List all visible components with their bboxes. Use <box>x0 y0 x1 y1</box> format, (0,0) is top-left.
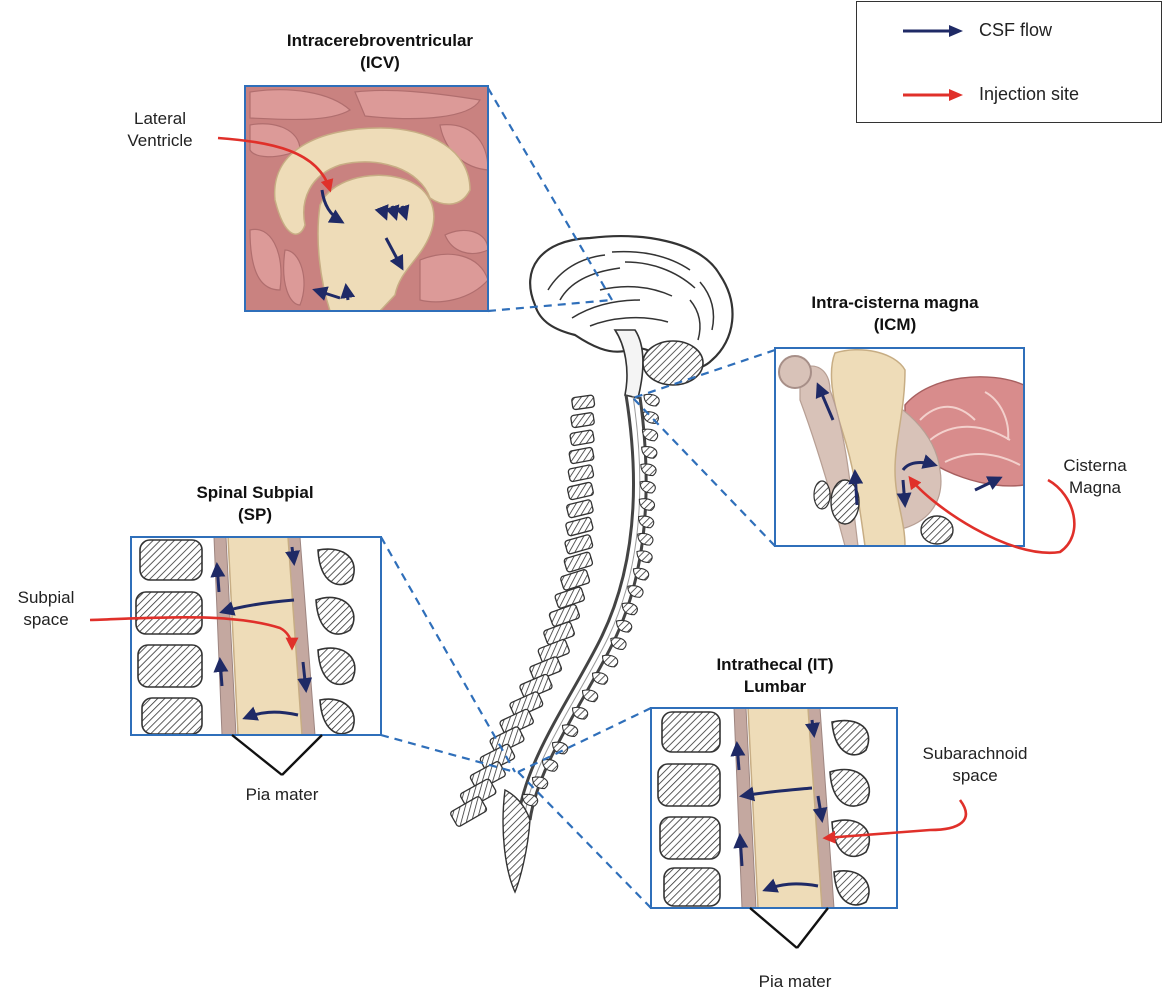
spinous-process <box>563 725 578 737</box>
panel-icv <box>245 86 488 311</box>
sp-pia-mater-text: Pia mater <box>212 784 352 806</box>
it-callout: Subarachnoid space <box>910 743 1040 787</box>
spinous-process <box>639 499 654 511</box>
panel-it <box>651 708 897 948</box>
spinous-process <box>640 481 655 493</box>
vertebra <box>570 412 594 428</box>
red-arrow-icon <box>901 87 965 103</box>
spinous-process <box>611 638 626 650</box>
icv-title-line1: Intracerebroventricular <box>220 30 540 52</box>
legend-item-csf-flow: CSF flow <box>901 20 1052 41</box>
spinous-process <box>593 673 608 685</box>
icm-callout-line2: Magna <box>1040 477 1150 499</box>
sp-callout: Subpial space <box>6 587 86 631</box>
icm-title-line1: Intra-cisterna magna <box>775 292 1015 314</box>
panel-sp <box>131 537 381 775</box>
sp-title-line1: Spinal Subpial <box>150 482 360 504</box>
spinous-process <box>639 516 654 528</box>
sp-callout-line1: Subpial <box>6 587 86 609</box>
it-callout-line2: space <box>910 765 1040 787</box>
spinous-process <box>583 690 598 702</box>
panel-icm <box>775 348 1024 546</box>
vertebra <box>564 552 594 573</box>
vertebra <box>571 395 594 410</box>
legend-label-injection-site: Injection site <box>979 84 1079 105</box>
spinous-process <box>603 655 618 667</box>
it-title-line1: Intrathecal (IT) <box>660 654 890 676</box>
vertebra <box>560 569 590 591</box>
spinous-process <box>644 394 659 406</box>
icm-title-line2: (ICM) <box>775 314 1015 336</box>
sp-title: Spinal Subpial (SP) <box>150 482 360 526</box>
sp-pia-mater-label: Pia mater <box>212 784 352 806</box>
spinous-process <box>641 464 656 476</box>
sp-title-line2: (SP) <box>150 504 360 526</box>
vertebra <box>568 464 594 482</box>
vertebra <box>567 482 594 500</box>
navy-arrow-icon <box>901 23 965 39</box>
vertebra <box>570 430 595 446</box>
spinous-process <box>642 447 657 459</box>
sp-callout-line2: space <box>6 609 86 631</box>
sacrum <box>503 790 530 892</box>
vertebra <box>564 534 593 554</box>
icv-title: Intracerebroventricular (ICV) <box>220 30 540 74</box>
legend: CSF flow Injection site <box>856 1 1162 123</box>
spinous-process <box>573 707 588 719</box>
it-title: Intrathecal (IT) Lumbar <box>660 654 890 698</box>
vertebra <box>566 499 594 518</box>
it-pia-mater-text: Pia mater <box>725 971 865 993</box>
it-callout-line1: Subarachnoid <box>910 743 1040 765</box>
vertebra <box>569 447 595 464</box>
icm-title: Intra-cisterna magna (ICM) <box>775 292 1015 336</box>
icv-callout-line2: Ventricle <box>100 130 220 152</box>
icv-title-line2: (ICV) <box>220 52 540 74</box>
legend-item-injection-site: Injection site <box>901 84 1079 105</box>
icm-callout-line1: Cisterna <box>1040 455 1150 477</box>
icm-callout: Cisterna Magna <box>1040 455 1150 499</box>
vertebra <box>565 517 593 537</box>
spinous-process <box>523 794 538 806</box>
legend-label-csf-flow: CSF flow <box>979 20 1052 41</box>
spinous-process <box>533 777 548 789</box>
it-title-line2: Lumbar <box>660 676 890 698</box>
icv-callout: Lateral Ventricle <box>100 108 220 152</box>
icv-callout-line1: Lateral <box>100 108 220 130</box>
it-pia-mater-label: Pia mater <box>725 971 865 993</box>
spinous-process <box>638 533 653 545</box>
